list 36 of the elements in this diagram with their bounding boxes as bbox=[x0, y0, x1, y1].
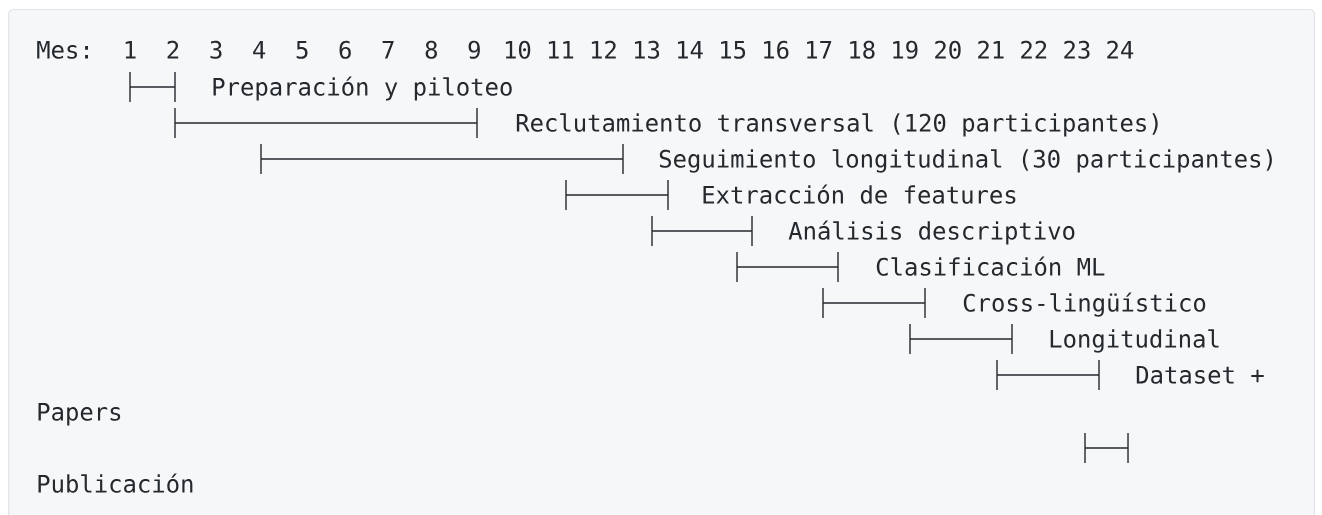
month-number: 21 bbox=[978, 40, 1004, 59]
month-number: 1 bbox=[125, 41, 136, 59]
axis-label: Mes: bbox=[37, 41, 88, 59]
task-label: Análisis descriptivo bbox=[788, 220, 1075, 245]
month-number: 9 bbox=[468, 40, 480, 59]
task-label: Dataset + bbox=[1136, 366, 1264, 384]
task-label: Longitudinal bbox=[1050, 329, 1219, 353]
month-number: 13 bbox=[635, 40, 660, 59]
month-number: 14 bbox=[678, 41, 703, 59]
month-number: 7 bbox=[382, 41, 394, 59]
month-number: 5 bbox=[296, 41, 308, 59]
task-label: Preparación y piloteo bbox=[213, 76, 512, 101]
month-number: 6 bbox=[339, 40, 351, 59]
month-number: 19 bbox=[893, 40, 918, 59]
month-number: 3 bbox=[210, 40, 222, 59]
month-number: 18 bbox=[850, 40, 875, 59]
month-number: 24 bbox=[1107, 40, 1134, 59]
month-number: 11 bbox=[548, 41, 574, 59]
month-number: 23 bbox=[1064, 40, 1090, 59]
month-number: 10 bbox=[505, 40, 531, 59]
month-number: 12 bbox=[591, 40, 616, 59]
month-number: 2 bbox=[167, 40, 179, 59]
month-number: 4 bbox=[253, 41, 266, 59]
task-label: Publicación bbox=[38, 473, 193, 493]
month-number: 17 bbox=[807, 41, 832, 59]
month-number: 8 bbox=[425, 40, 437, 59]
month-number: 16 bbox=[764, 40, 789, 59]
task-label: Seguimiento longitudinal (30 participantes) bbox=[659, 149, 1272, 173]
month-number: 15 bbox=[721, 41, 746, 59]
task-label: Papers bbox=[38, 403, 121, 426]
task-label: Reclutamiento transversal (120 participantes) bbox=[516, 113, 1158, 137]
month-number: 20 bbox=[935, 40, 961, 59]
task-label: Clasificación ML bbox=[876, 256, 1105, 276]
month-number: 22 bbox=[1021, 40, 1047, 59]
task-label: Cross-lingüístico bbox=[963, 292, 1206, 317]
task-label: Extracción de features bbox=[703, 184, 1016, 204]
